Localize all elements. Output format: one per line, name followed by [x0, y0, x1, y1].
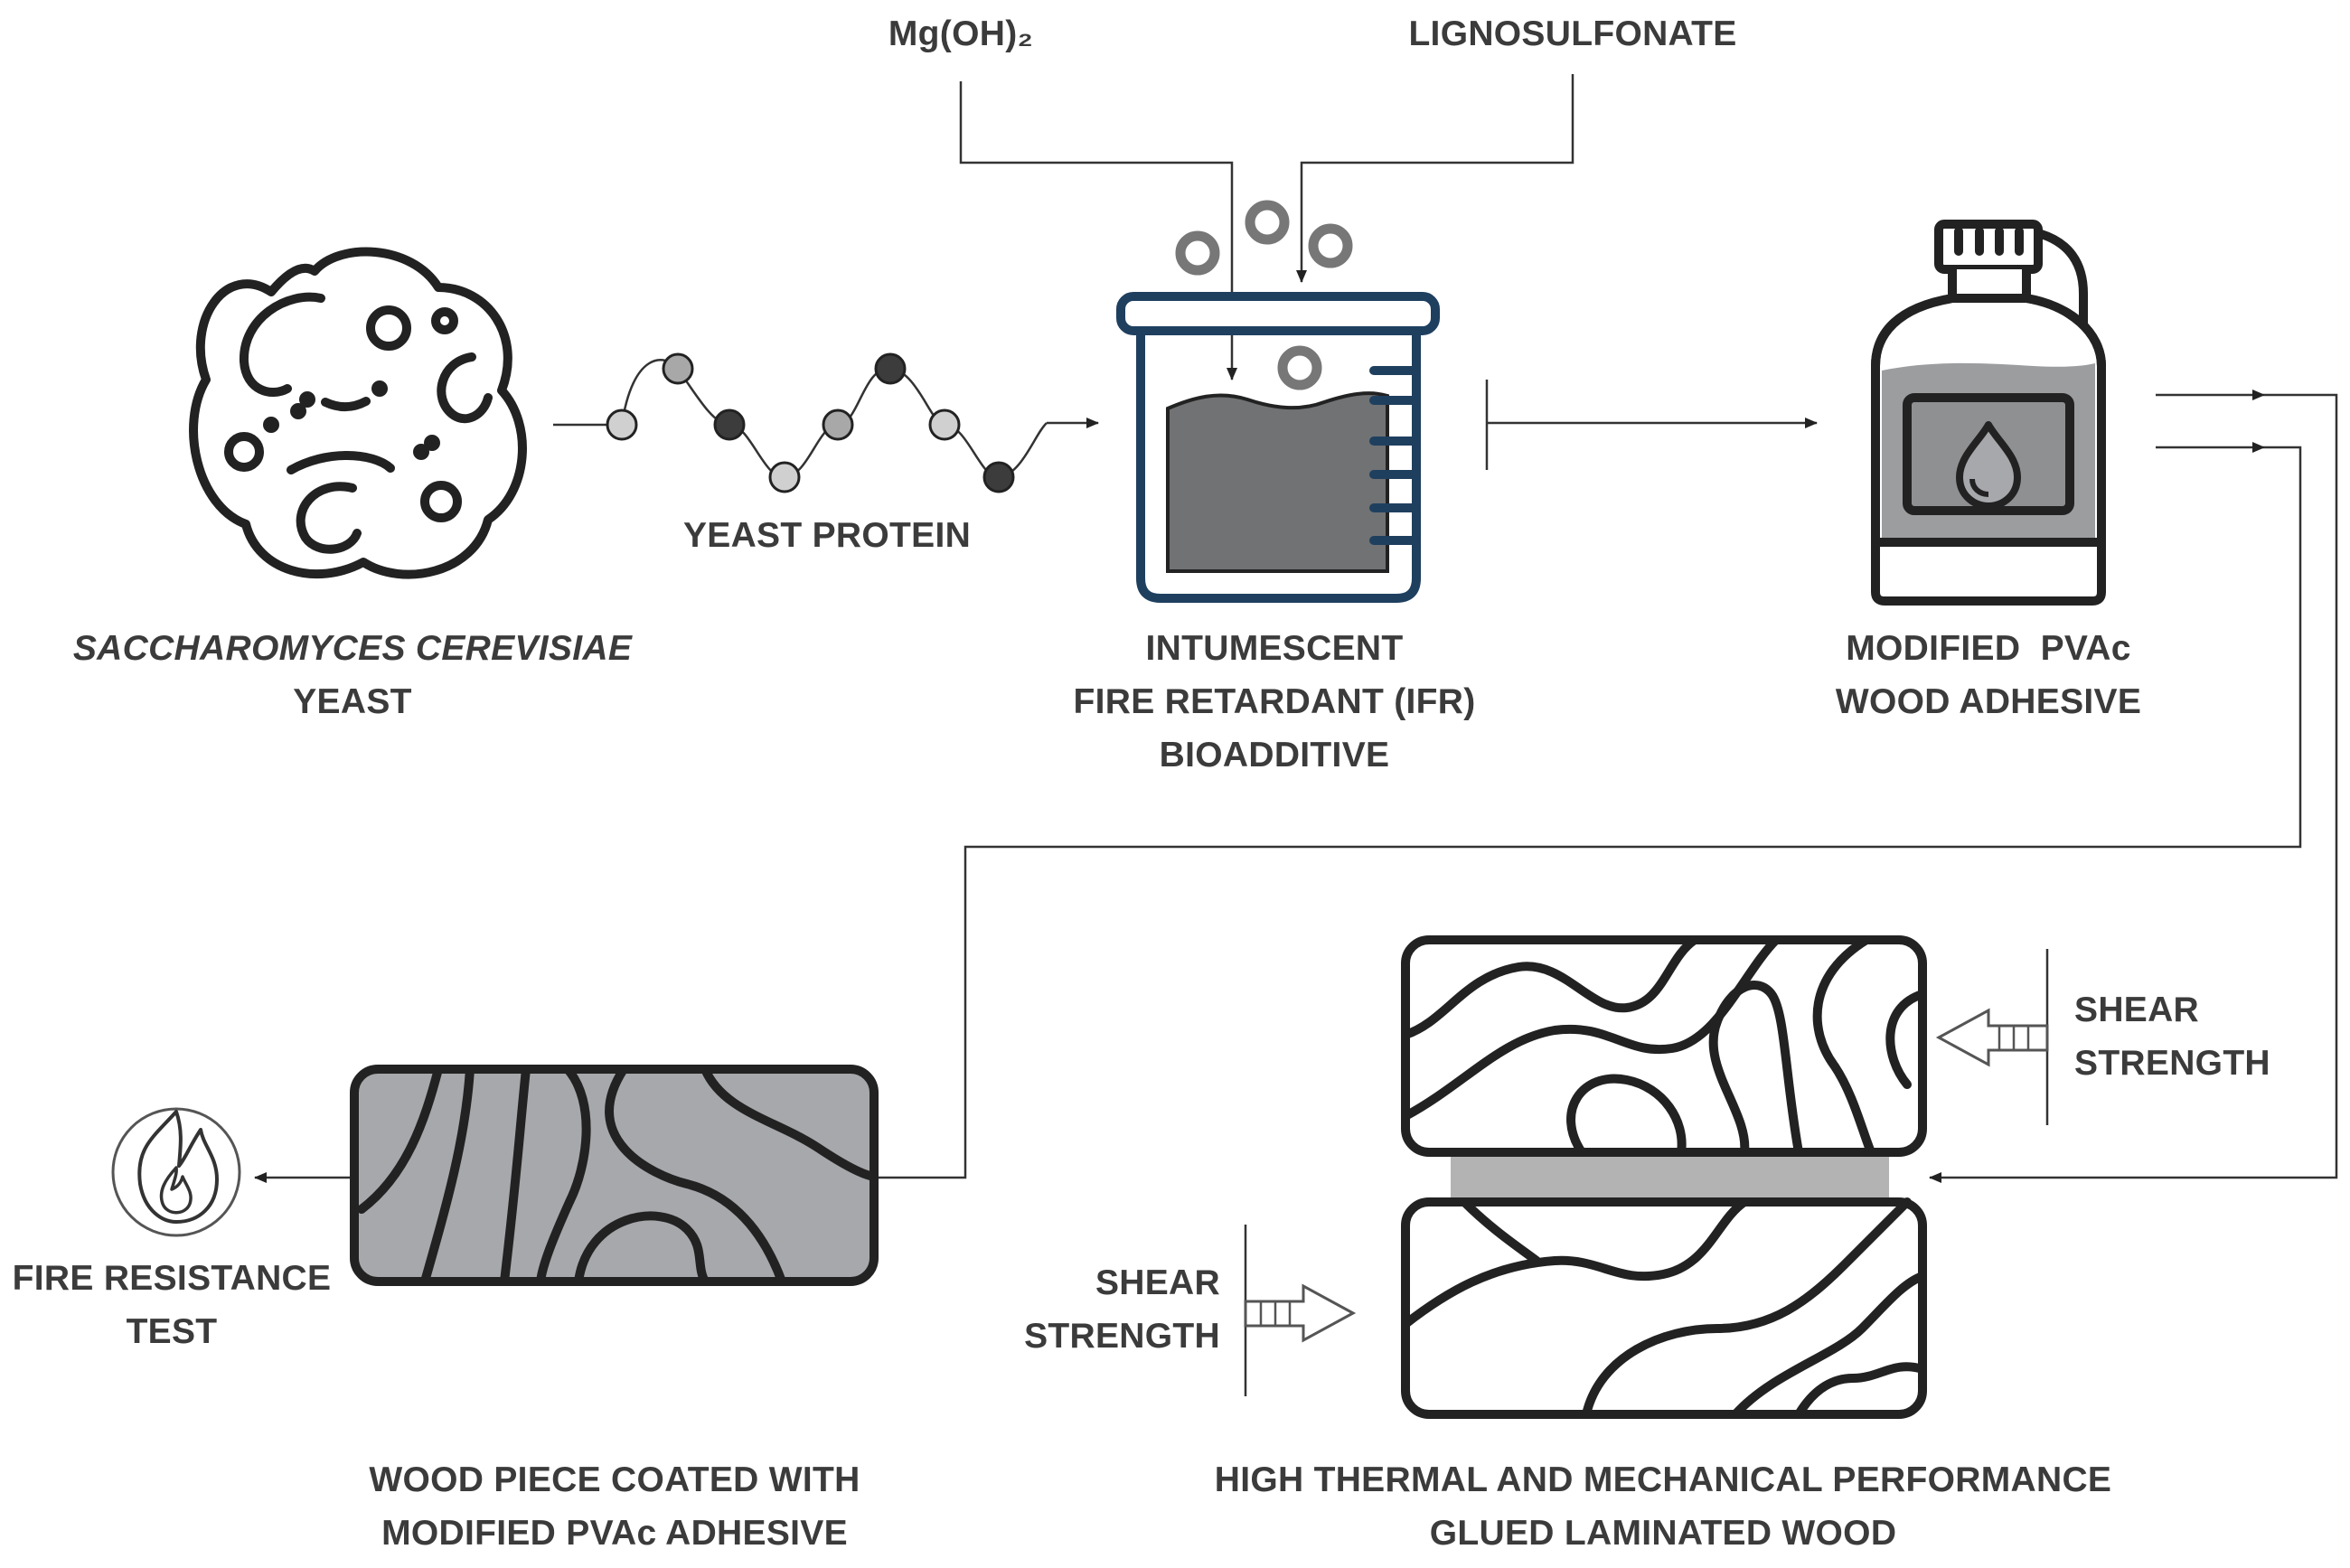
glue-layer	[1451, 1152, 1889, 1202]
wood-piece-icon	[350, 1065, 879, 1286]
coated-wood-caption: WOOD PIECE COATED WITH MODIFIED PVAc ADH…	[298, 1453, 931, 1560]
coated-wood-line-1: WOOD PIECE COATED WITH	[369, 1460, 860, 1499]
shear-top-label: SHEAR STRENGTH	[2074, 983, 2309, 1090]
laminated-line-1: HIGH THERMAL AND MECHANICAL PERFORMANCE	[1214, 1460, 2112, 1499]
protein-caption: YEAST PROTEIN	[651, 509, 1003, 562]
fire-test-caption: FIRE RESISTANCE TEST	[9, 1252, 334, 1358]
input-connectors	[959, 74, 1574, 380]
laminated-wood-icon	[1401, 935, 1927, 1419]
coated-wood-line-2: MODIFIED PVAc ADHESIVE	[381, 1514, 848, 1553]
protein-bead	[768, 461, 801, 493]
fire-test-line-1: FIRE RESISTANCE	[12, 1259, 332, 1298]
shear-bottom-line-1: SHEAR	[1095, 1263, 1220, 1302]
fire-icon	[111, 1107, 241, 1237]
protein-bead	[982, 461, 1015, 493]
protein-bead	[606, 408, 638, 441]
beaker-line-2: FIRE RETARDANT (IFR)	[1073, 682, 1476, 721]
lignosulfonate-label: LIGNOSULFONATE	[1401, 7, 1744, 61]
shear-arrow-bottom	[1244, 1225, 1357, 1396]
protein-bead	[662, 352, 694, 385]
laminated-line-2: GLUED LAMINATED WOOD	[1429, 1514, 1897, 1553]
protein-bead	[928, 408, 961, 441]
protein-chain-icon	[553, 352, 1099, 493]
protein-bead	[874, 352, 907, 385]
shear-bottom-label: SHEAR STRENGTH	[985, 1256, 1220, 1363]
adhesive-bottle-icon	[1871, 220, 2106, 606]
yeast-cell-icon	[189, 247, 527, 579]
adhesive-output-connectors	[254, 390, 2338, 1183]
beaker-line-1: INTUMESCENT	[1145, 629, 1404, 668]
beaker-icon	[1116, 200, 1440, 603]
adhesive-line-1: MODIFIED PVAc	[1846, 629, 2131, 668]
beaker-to-adhesive-arrow	[1485, 380, 1818, 470]
beaker-line-3: BIOADDITIVE	[1159, 736, 1390, 775]
shear-top-line-2: STRENGTH	[2074, 1044, 2270, 1083]
yeast-caption: SACCHAROMYCES CEREVISIAE YEAST	[54, 622, 651, 728]
mgoh2-label: Mg(OH)₂	[861, 7, 1060, 61]
yeast-type: YEAST	[293, 682, 412, 721]
yeast-species-name: SACCHAROMYCES CEREVISIAE	[72, 629, 633, 668]
protein-label: YEAST PROTEIN	[682, 516, 972, 555]
adhesive-line-2: WOOD ADHESIVE	[1835, 682, 2142, 721]
shear-bottom-line-2: STRENGTH	[1024, 1317, 1220, 1356]
fire-test-line-2: TEST	[126, 1312, 218, 1351]
protein-bead	[713, 408, 746, 441]
laminated-caption: HIGH THERMAL AND MECHANICAL PERFORMANCE …	[1166, 1453, 2160, 1560]
mgoh2-text: Mg(OH)₂	[888, 14, 1034, 53]
protein-bead	[822, 408, 854, 441]
adhesive-caption: MODIFIED PVAc WOOD ADHESIVE	[1772, 622, 2205, 728]
shear-arrow-top	[1935, 949, 2049, 1125]
lignosulfonate-text: LIGNOSULFONATE	[1408, 14, 1737, 53]
shear-top-line-1: SHEAR	[2074, 991, 2200, 1029]
beaker-caption: INTUMESCENT FIRE RETARDANT (IFR) BIOADDI…	[1021, 622, 1528, 782]
